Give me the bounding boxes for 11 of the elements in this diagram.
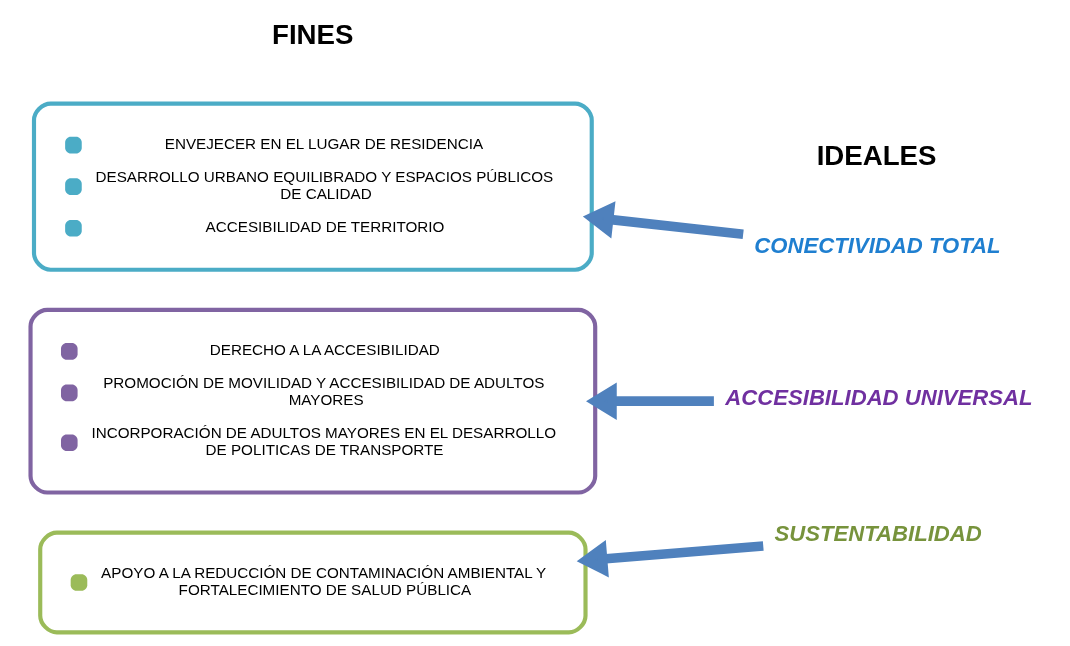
node-box: APOYO A LA REDUCCIÓN DE CONTAMINACIÓN AMBIENTAL Y FORTALECIMIENTO DE SALUD PÚBLICA [38, 530, 588, 635]
arrow [576, 539, 764, 578]
node-text: CONECTIVIDAD TOTAL [754, 232, 1001, 258]
node-box: ENVEJECER EN EL LUGAR DE RESIDENCIA DESARROLLO URBANO EQUILIBRADO Y ESPACIOS PÚBLICOS DE CALIDAD ACCESIBILIDAD DE TERRITORIO [31, 101, 594, 272]
arrow [582, 201, 744, 240]
node-box: DERECHO A LA ACCESIBILIDAD PROMOCIÓN DE MOVILIDAD Y ACCESIBILIDAD DE ADULTOS MAYORES INCORPORACIÓN DE ADULTOS MAYORES EN EL DESARROLLO DE POLITICAS DE TRANSPORTE [28, 307, 598, 495]
label: IDEALES [816, 139, 937, 171]
node-text: SUSTENTABILIDAD [774, 520, 982, 546]
arrow [586, 382, 714, 420]
node-text: ACCESIBILIDAD UNIVERSAL [725, 385, 1033, 411]
label: FINES [272, 19, 354, 51]
